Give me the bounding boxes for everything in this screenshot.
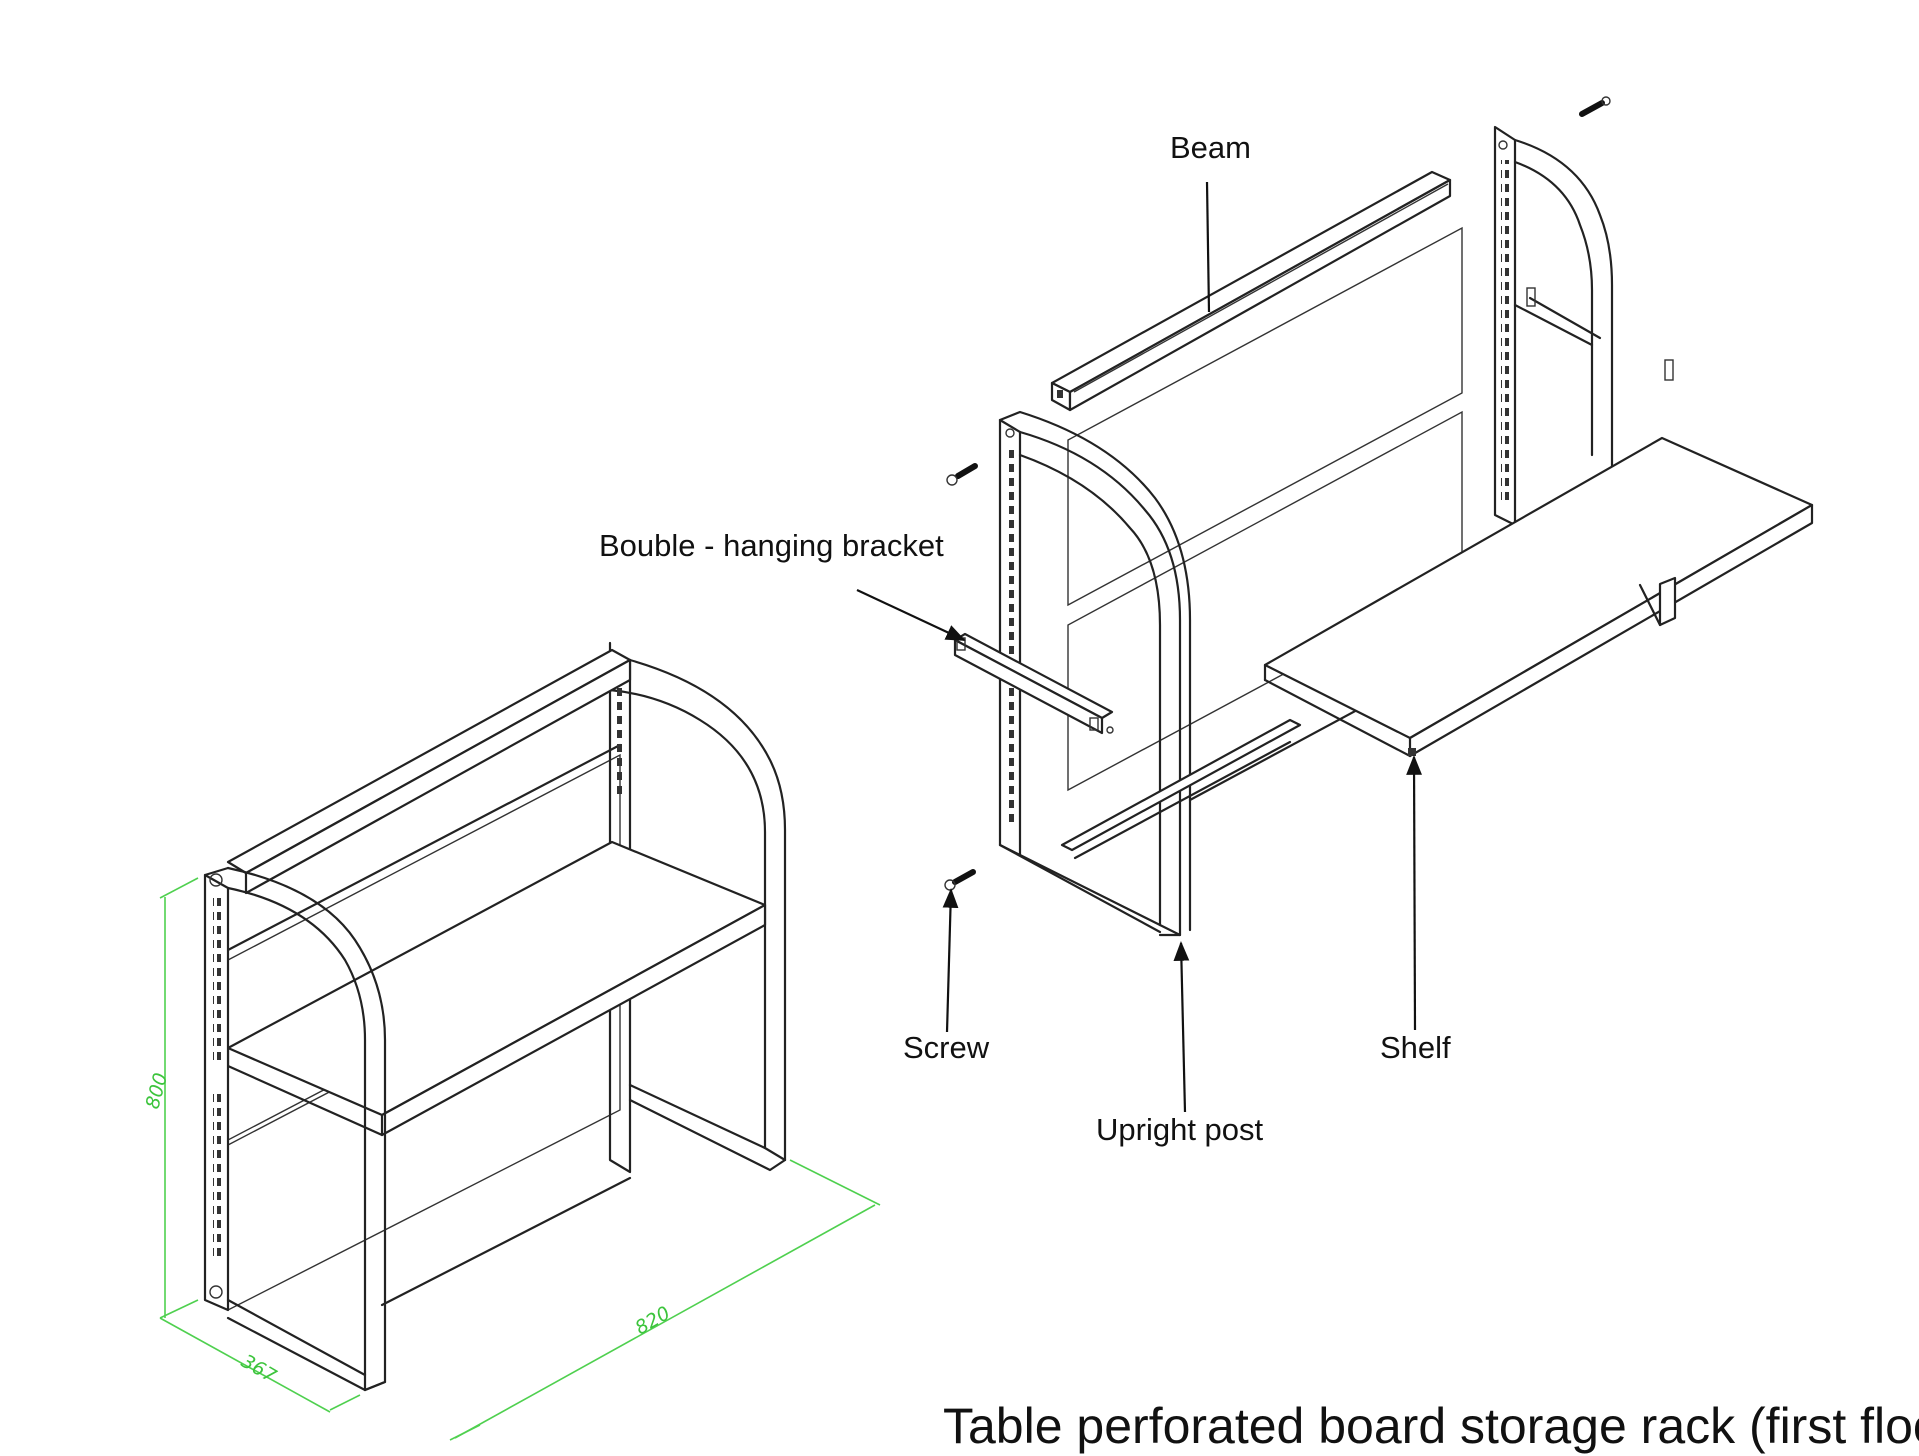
height-dimension-value: 800 <box>142 1071 173 1112</box>
exploded-front-upright-post <box>998 410 1192 937</box>
exploded-view-drawing <box>944 96 1814 937</box>
exploded-upper-perforated-panel <box>1067 226 1463 607</box>
beam-label: Beam <box>1170 130 1251 165</box>
exploded-back-upright-post <box>1493 125 1674 527</box>
assembled-top-beam <box>226 648 632 895</box>
screw-label: Screw <box>903 1030 990 1065</box>
exploded-beam <box>1050 170 1452 412</box>
screw-bottom-left <box>944 869 976 891</box>
upright-post-leader <box>1173 941 1190 1113</box>
assembled-shelf <box>226 840 767 1137</box>
callouts: Beam Bouble - hanging bracket Screw Upri… <box>599 130 1451 1147</box>
bracket-leader <box>856 589 966 641</box>
beam-leader <box>1205 181 1211 313</box>
bracket-label: Bouble - hanging bracket <box>599 528 944 563</box>
screw-top-right <box>1579 96 1611 117</box>
screw-middle-left <box>946 463 978 486</box>
exploded-shelf <box>1263 436 1814 758</box>
dimension-lines <box>159 877 881 1441</box>
shelf-label: Shelf <box>1380 1030 1451 1065</box>
width-dimension-value: 820 <box>632 1302 674 1339</box>
assembled-front-upright-post <box>203 866 387 1392</box>
screw-leader <box>942 888 959 1033</box>
assembled-rack-drawing <box>203 641 787 1392</box>
shelf-leader <box>1406 755 1422 1031</box>
exploded-hanging-bracket <box>953 632 1114 735</box>
diagram-title: Table perforated board storage rack (fir… <box>943 1398 1919 1454</box>
depth-dimension-value: 367 <box>238 1350 280 1387</box>
upright-post-label: Upright post <box>1096 1112 1264 1147</box>
